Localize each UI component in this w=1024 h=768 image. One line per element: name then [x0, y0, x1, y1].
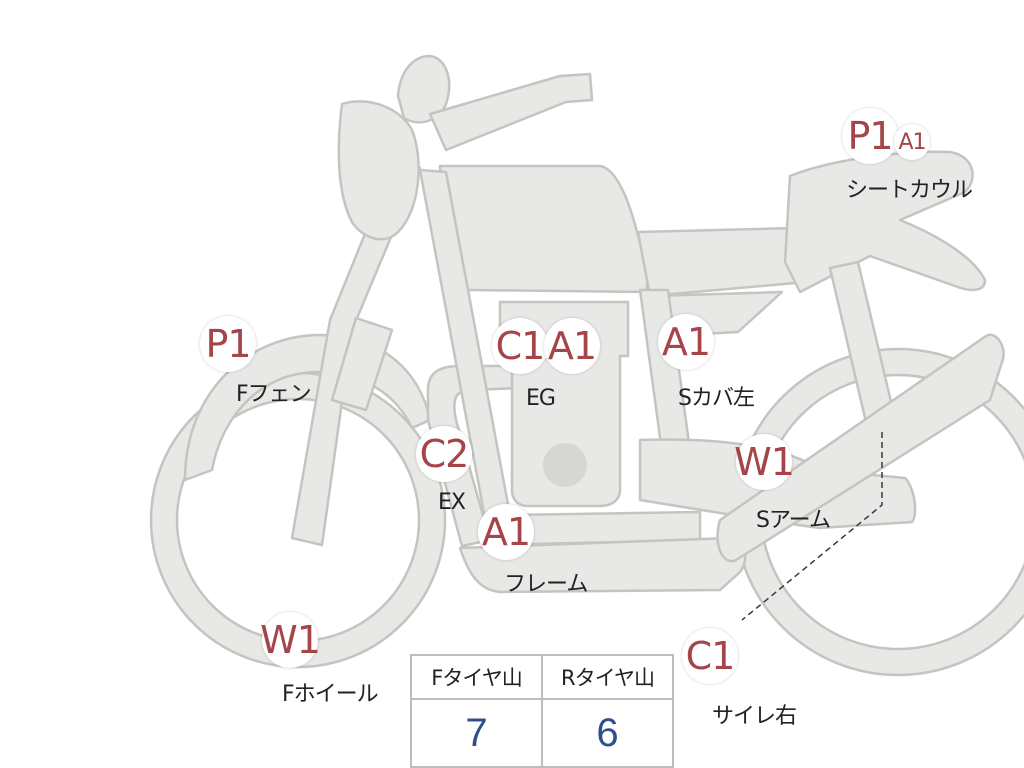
- grade-badge-seat-cowl-a1: A1: [894, 124, 930, 160]
- grade-badge-front-wheel: W1: [260, 612, 321, 668]
- label-muffler-right: サイレ右: [712, 704, 797, 729]
- grade-badge-seat-cowl-p1: P1: [842, 108, 898, 164]
- grade-badge-front-fender: P1: [200, 316, 256, 372]
- grade-badge-muffler-right: C1: [682, 628, 738, 684]
- grade-badge-engine-c1: C1: [492, 318, 548, 374]
- front-tire-header: Fタイヤ山: [410, 654, 543, 700]
- fork-cover: [330, 316, 394, 412]
- grade-badge-swingarm: W1: [734, 434, 795, 490]
- label-swingarm: Sアーム: [756, 508, 831, 533]
- instrument: [396, 54, 451, 124]
- headlight: [337, 100, 420, 241]
- grade-badge-side-cover: A1: [658, 314, 714, 370]
- tire-tread-header-row: Fタイヤ山 Rタイヤ山: [410, 654, 674, 700]
- tire-tread-value-row: 7 6: [410, 698, 674, 768]
- rear-tire-header: Rタイヤ山: [541, 654, 674, 700]
- handlebar: [428, 72, 594, 152]
- front-tire-value: 7: [410, 698, 543, 768]
- engine-cover: [543, 443, 587, 487]
- grade-badge-engine-a1: A1: [544, 318, 600, 374]
- label-seat-cowl: シートカウル: [846, 178, 973, 203]
- tire-tread-table: Fタイヤ山 Rタイヤ山 7 6: [410, 654, 674, 768]
- fuel-tank: [438, 164, 650, 294]
- rear-tire-value: 6: [541, 698, 674, 768]
- label-exhaust: EX: [438, 490, 466, 515]
- grade-badge-exhaust: C2: [416, 426, 472, 482]
- label-side-cover-left: Sカバ左: [678, 386, 755, 411]
- label-frame: フレーム: [504, 572, 588, 597]
- label-front-fender: Fフェン: [236, 382, 312, 407]
- grade-badge-frame: A1: [478, 504, 534, 560]
- seat: [636, 226, 808, 298]
- label-engine: EG: [526, 386, 556, 411]
- muffler: [716, 333, 1005, 563]
- label-front-wheel: Fホイール: [282, 682, 379, 707]
- muffler-indicator-line: [741, 432, 883, 621]
- front-fork: [290, 158, 422, 547]
